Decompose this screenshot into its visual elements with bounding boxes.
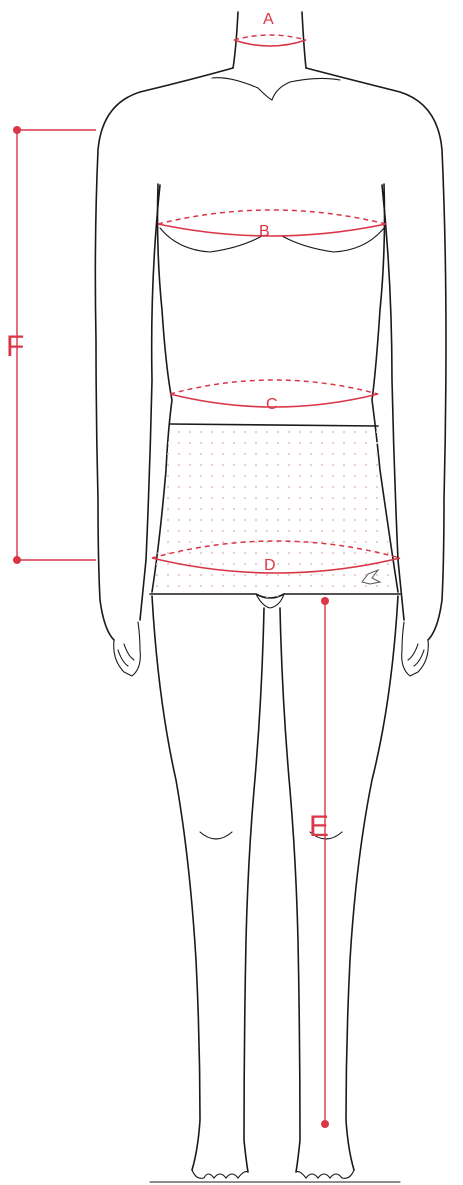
left-fingers xyxy=(118,644,134,666)
right-pectoral xyxy=(282,228,384,252)
right-leg-outer xyxy=(346,596,398,1170)
label-f: F xyxy=(6,330,24,363)
label-a: A xyxy=(263,11,274,28)
label-e: E xyxy=(309,810,329,843)
measure-c-waist: C xyxy=(170,380,378,413)
measure-a-neck: A xyxy=(234,11,306,46)
label-c: C xyxy=(266,396,278,413)
right-foot xyxy=(296,1170,354,1178)
right-hand xyxy=(402,622,429,676)
right-leg-inner xyxy=(280,608,300,1172)
clavicle-left xyxy=(212,78,258,88)
clavicle-right xyxy=(290,78,340,82)
collar xyxy=(258,82,290,100)
left-hand xyxy=(114,622,141,676)
label-d: D xyxy=(264,557,276,574)
measure-b-chest: B xyxy=(158,210,386,240)
label-b: B xyxy=(259,223,270,240)
right-fingers xyxy=(408,644,424,666)
left-leg-outer xyxy=(152,596,200,1170)
left-foot xyxy=(192,1170,248,1178)
measure-f-arm: F xyxy=(6,126,96,564)
left-pectoral xyxy=(160,228,262,252)
left-leg-inner xyxy=(244,608,264,1172)
left-knee xyxy=(200,832,232,839)
measure-e-inseam: E xyxy=(309,597,329,1128)
